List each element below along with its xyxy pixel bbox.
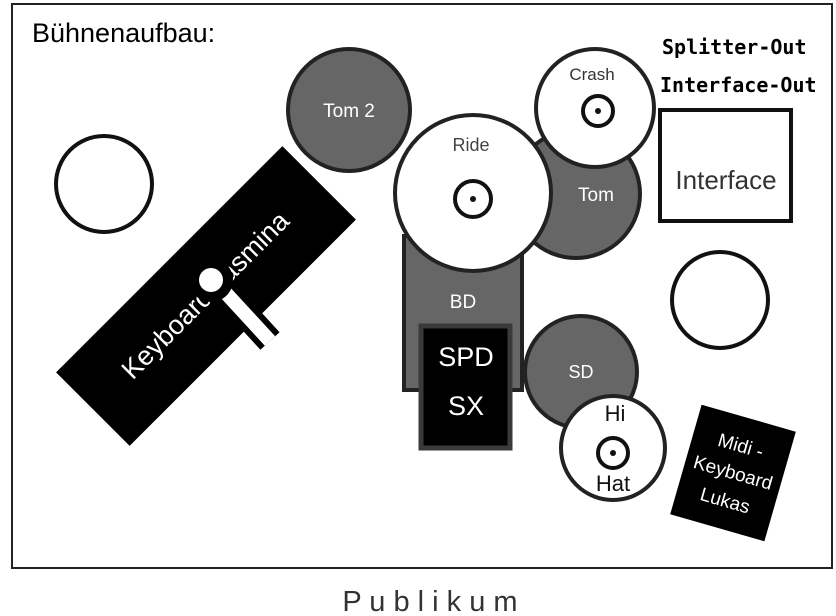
tom-2: Tom 2	[286, 47, 412, 173]
monitor-right	[670, 250, 770, 350]
stage-title: Bühnenaufbau:	[32, 18, 215, 48]
microphone-icon	[189, 258, 280, 350]
interface-out-label: Interface-Out	[660, 73, 817, 97]
monitor-left	[54, 134, 154, 234]
crash-cymbal: Crash	[534, 47, 656, 169]
spd-label-line2: SX	[448, 391, 484, 421]
hi-hat-label-line2: Hat	[596, 471, 630, 496]
audience-label: P u b l i k u m	[342, 586, 517, 616]
bass-drum-label: BD	[450, 292, 476, 313]
tom-label: Tom	[578, 185, 614, 206]
splitter-out-label: Splitter-Out	[662, 35, 807, 59]
interface-label: Interface	[675, 165, 776, 195]
crash-label: Crash	[569, 65, 614, 84]
tom-2-label: Tom 2	[323, 101, 375, 122]
ride-cymbal: Ride	[393, 113, 553, 273]
spd-sx-pad: SPD SX	[418, 323, 513, 451]
interface-box: Interface	[658, 108, 793, 223]
midi-keyboard-lukas: Midi - Keyboard Lukas	[670, 404, 796, 542]
ride-label: Ride	[452, 135, 489, 155]
snare-drum-label: SD	[568, 362, 593, 382]
spd-label-line1: SPD	[438, 342, 494, 372]
hi-hat-label-line1: Hi	[605, 401, 626, 426]
hi-hat: Hi Hat	[559, 394, 667, 502]
